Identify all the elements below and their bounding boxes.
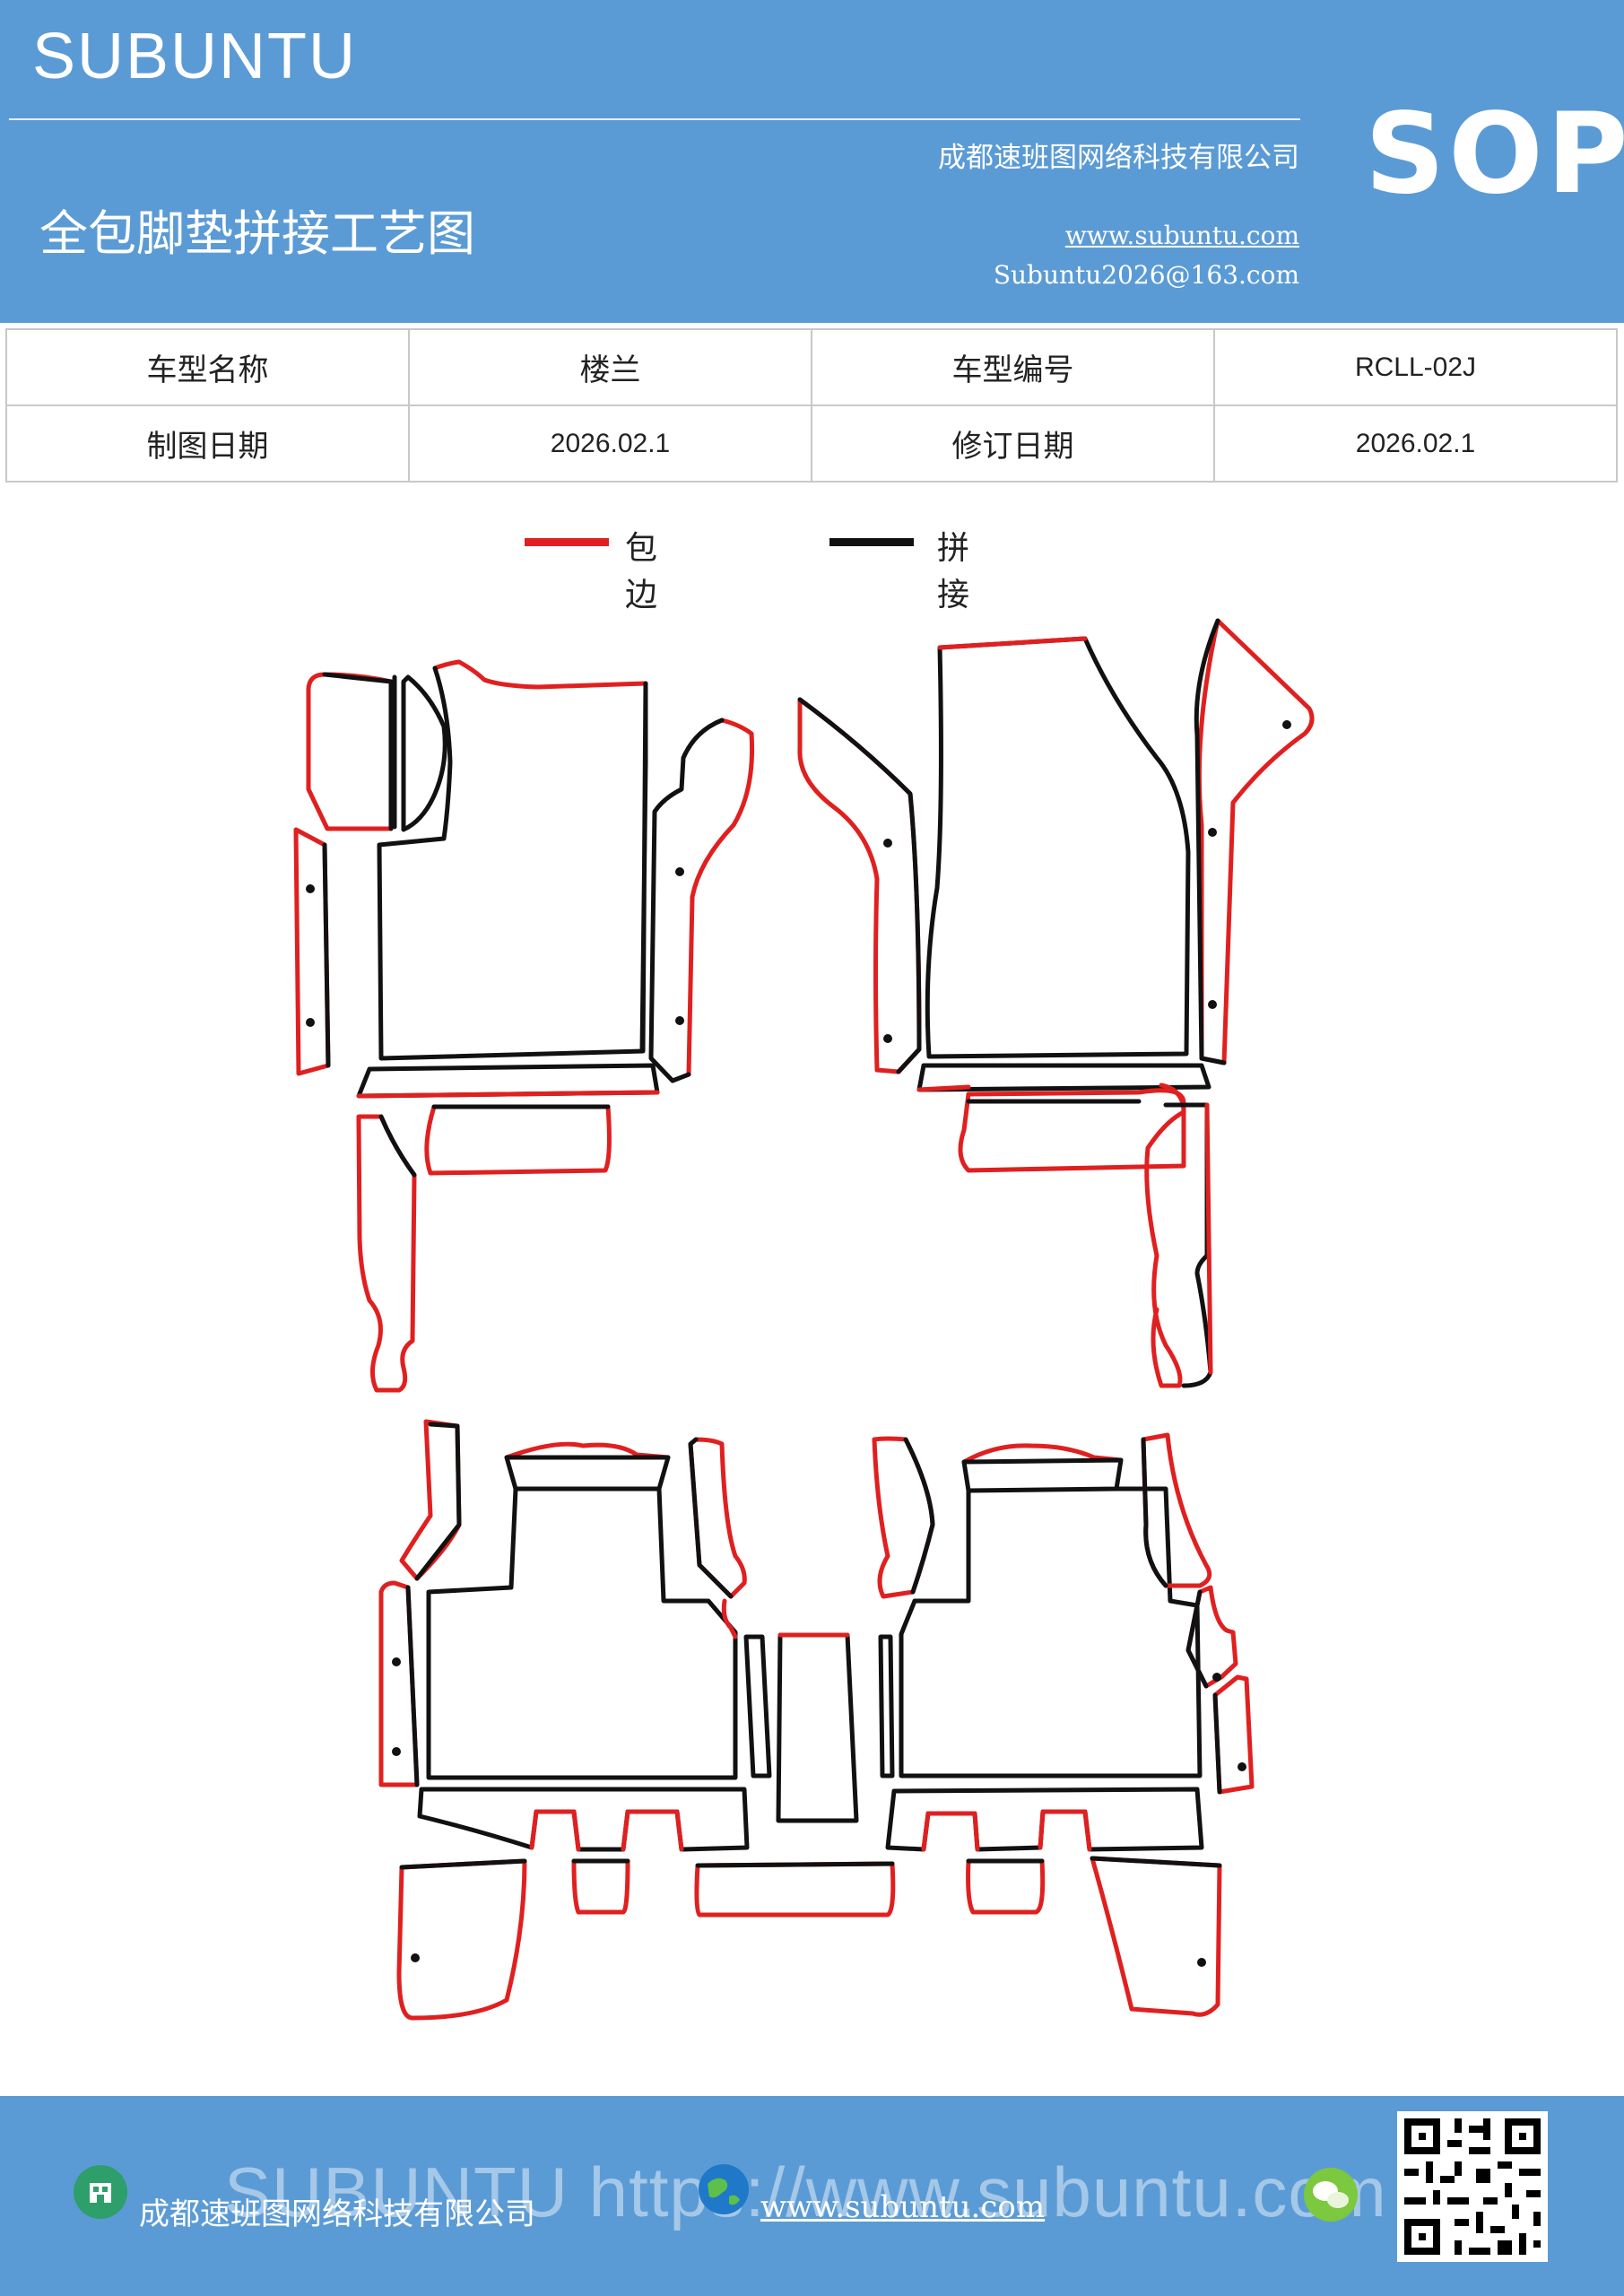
qr-code-image <box>1397 2111 1548 2262</box>
model-name-value: 楼兰 <box>408 328 812 406</box>
mat-piece-front-left <box>293 659 755 1393</box>
draw-date-label: 制图日期 <box>5 404 410 483</box>
footer-watermark: SUBUNTU https://www.subuntu.com <box>224 2152 1387 2231</box>
mat-piece-front-right <box>797 618 1315 1388</box>
fastener-points <box>306 720 1291 1967</box>
globe-icon <box>699 2164 749 2214</box>
legend-red-line-swatch <box>525 538 609 546</box>
footer-banner: SUBUNTU https://www.subuntu.com 成都速班图网络科… <box>0 2096 1624 2296</box>
table-row: 车型名称 楼兰 车型编号 RCLL-02J <box>5 328 1618 406</box>
header-banner: SUBUNTU 成都速班图网络科技有限公司 全包脚垫拼接工艺图 www.subu… <box>0 0 1624 323</box>
vehicle-info-table: 车型名称 楼兰 车型编号 RCLL-02J 制图日期 2026.02.1 修订日… <box>5 328 1618 483</box>
draw-date-value: 2026.02.1 <box>408 404 812 483</box>
footer-company: 成都速班图网络科技有限公司 <box>139 2196 535 2232</box>
brand-logo-text: SUBUNTU <box>32 21 358 92</box>
legend-label: 拼接 <box>937 530 970 613</box>
header-divider <box>9 118 1300 120</box>
company-name: 成都速班图网络科技有限公司 <box>938 142 1299 174</box>
model-code-value: RCLL-02J <box>1213 328 1618 406</box>
document-title: 全包脚垫拼接工艺图 <box>39 205 475 262</box>
revision-date-value: 2026.02.1 <box>1213 404 1618 483</box>
wechat-icon <box>1304 2168 1358 2222</box>
mat-piece-rear-left <box>378 1419 896 2021</box>
revision-date-label: 修订日期 <box>811 404 1215 483</box>
footer-website-link[interactable]: www.subuntu.com <box>760 2189 1046 2225</box>
model-name-label: 车型名称 <box>5 328 410 406</box>
mat-piece-rear-right <box>872 1432 1255 2017</box>
legend-black-line-swatch <box>829 538 914 546</box>
table-row: 制图日期 2026.02.1 修订日期 2026.02.1 <box>5 404 1618 483</box>
legend-label: 包边 <box>625 530 658 613</box>
building-icon <box>74 2165 127 2219</box>
contact-email[interactable]: Subuntu2026@163.com <box>993 260 1299 290</box>
website-link[interactable]: www.subuntu.com <box>1064 221 1299 250</box>
model-code-label: 车型编号 <box>811 328 1215 406</box>
sop-label: SOP <box>1365 90 1624 219</box>
